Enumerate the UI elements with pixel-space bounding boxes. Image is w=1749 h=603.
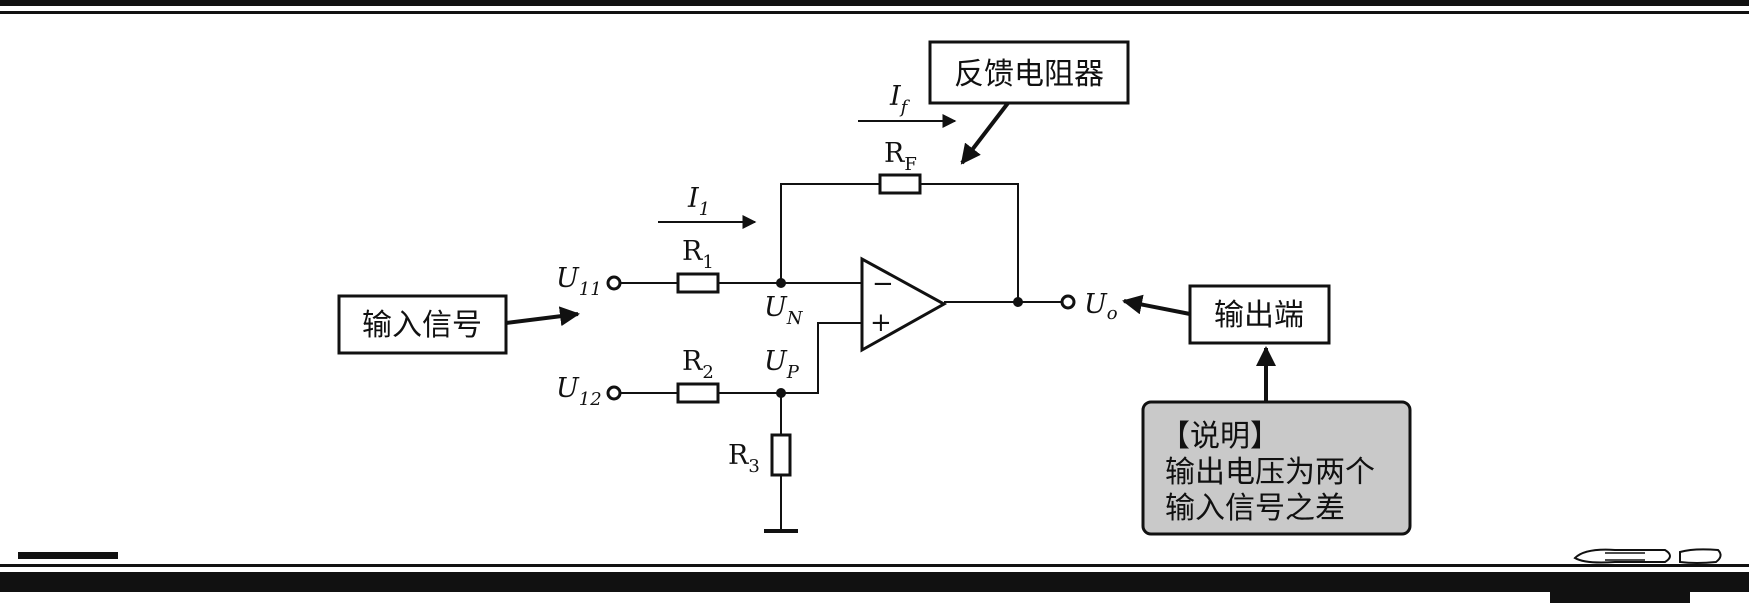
label-r2: R2 — [682, 346, 714, 383]
bottom-left-mark — [18, 552, 118, 559]
label-rf: RF — [884, 138, 917, 175]
feedback-wire-right — [920, 183, 1019, 302]
node-output — [1013, 297, 1023, 307]
callout-feedback-resistor — [928, 40, 1130, 105]
node-un — [776, 278, 786, 288]
resistor-r1 — [676, 272, 720, 294]
opamp-minus-sign: − — [872, 269, 894, 299]
opamp-triangle — [860, 256, 948, 353]
label-i1: I1 — [687, 183, 710, 220]
label-r1: R1 — [682, 236, 714, 273]
resistor-r2 — [676, 382, 720, 404]
terminal-uo — [1060, 294, 1076, 310]
note-line-2: 输入信号之差 — [1165, 491, 1345, 526]
top-frame-bar-thick — [0, 0, 1749, 6]
top-frame-bar-thin — [0, 11, 1749, 14]
label-if: If — [889, 81, 911, 118]
callout-feedback-arrow — [960, 101, 1010, 165]
callout-feedback-resistor-text: 反馈电阻器 — [954, 57, 1104, 92]
resistor-r3 — [770, 433, 792, 477]
wire-r2-plus — [718, 322, 862, 394]
callout-output-terminal-text: 输出端 — [1214, 298, 1304, 333]
callout-output-terminal — [1188, 284, 1331, 345]
label-u11: U11 — [556, 263, 602, 300]
callout-input-signal-text: 输入信号 — [362, 308, 482, 343]
callout-input-signal — [337, 294, 508, 355]
note-title: 【说明】 — [1160, 419, 1280, 454]
terminal-u11 — [606, 275, 622, 291]
label-r3: R3 — [728, 440, 760, 477]
label-u12: U12 — [556, 373, 602, 410]
bottom-frame-bar-thin — [0, 564, 1749, 567]
terminal-u12 — [606, 385, 622, 401]
bottom-right-tab — [1550, 592, 1690, 603]
bottom-frame-bar-thick — [0, 572, 1749, 592]
feedback-wire-left — [780, 183, 880, 282]
label-uo: Uo — [1084, 289, 1118, 324]
callout-input-arrow — [505, 306, 580, 327]
label-un: UN — [764, 292, 804, 329]
note-box — [1141, 400, 1412, 536]
opamp-plus-sign: + — [870, 308, 892, 338]
resistor-rf — [878, 173, 922, 195]
note-line-1: 输出电压为两个 — [1165, 455, 1375, 490]
decor-pencil-icon — [1573, 548, 1722, 564]
label-up: UP — [764, 346, 800, 383]
callout-output-arrow — [1122, 294, 1191, 316]
